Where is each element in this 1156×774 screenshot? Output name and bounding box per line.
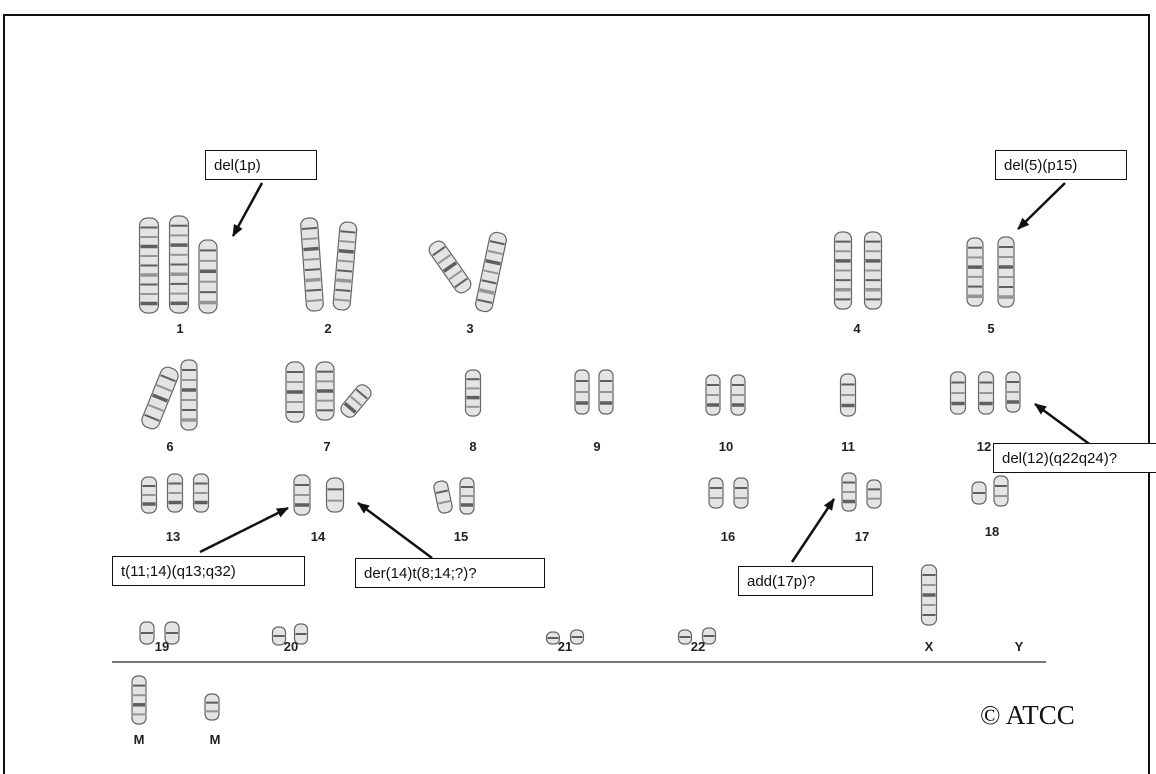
label-chr-21: 21 [558,639,572,654]
label-chr-11: 11 [841,439,855,454]
chr-16b [733,477,749,509]
chr-8 [464,369,482,417]
chr-14a [293,474,311,516]
chr-13c [192,473,210,513]
chr-21a [545,631,561,645]
figure-frame [3,14,1150,774]
chr-12c [1005,371,1021,413]
chr-5a [966,237,984,307]
label-chr-14: 14 [311,529,326,544]
chr-2a [300,217,324,312]
chr-21b [569,629,585,645]
chr-20b [293,623,309,645]
chr-4b [863,231,883,310]
label-chr-13: 13 [166,529,180,544]
label-chr-22: 22 [691,639,705,654]
label-chr-20: 20 [284,639,298,654]
annotation-del12: del(12)(q22q24)? [993,443,1156,473]
chr-x [920,564,938,626]
label-chr-6: 6 [166,439,173,454]
arrow-t11-14 [199,506,289,554]
label-chr-3: 3 [466,321,473,336]
chr-9b [598,369,614,415]
annotation-del1p: del(1p) [205,150,317,180]
chromosome-set [131,215,1021,725]
chr-22b [701,627,717,645]
label-chr-4: 4 [853,321,861,336]
marker-m2 [204,693,220,721]
arrow-del12 [1034,402,1093,448]
chr-17b [866,479,882,509]
arrow-del1p [231,182,264,237]
chr-1c [198,239,218,314]
chr-1b [168,215,190,314]
chr-16a [708,477,724,509]
chr-10b [730,374,746,416]
label-chr-19: 19 [155,639,169,654]
chr-13b [166,473,184,513]
label-chr-y: Y [1015,639,1024,654]
chr-7c [340,384,372,418]
annotation-del5: del(5)(p15) [995,150,1127,180]
label-chr-2: 2 [324,321,331,336]
annotation-der14: der(14)t(8;14;?)? [355,558,545,588]
chr-15a [433,480,453,514]
label-chr-1: 1 [176,321,183,336]
annotation-t11-14: t(11;14)(q13;q32) [112,556,305,586]
chr-2b [332,221,358,311]
chr-10a [705,374,721,416]
chr-6b [180,359,198,431]
chr-14b [325,477,345,513]
chr-20a [271,626,287,646]
chr-11 [839,373,857,417]
label-marker-1: M [134,732,145,747]
arrow-der14 [357,501,433,560]
chr-7a [285,361,305,423]
label-chr-10: 10 [719,439,733,454]
chr-13a [140,476,158,514]
chr-18a [971,481,987,505]
karyotype-diagram: 1 2 3 4 5 6 7 8 9 10 11 12 13 14 15 16 1… [112,182,1093,747]
copyright-notice: © ATCC [980,700,1075,730]
chr-6a [141,366,179,430]
chr-5b [997,236,1015,308]
chr-22a [677,629,693,645]
arrow-del5 [1017,182,1066,230]
chr-12b [977,371,995,415]
label-chr-15: 15 [454,529,468,544]
chr-3a [428,240,472,294]
label-marker-2: M [210,732,221,747]
marker-m1 [131,675,147,725]
label-chr-7: 7 [323,439,330,454]
chr-19b [164,621,180,645]
chr-19a [139,621,155,645]
chr-17a [841,472,857,512]
chr-7b [315,361,335,421]
label-chr-17: 17 [855,529,869,544]
label-chr-16: 16 [721,529,735,544]
annotation-add17p: add(17p)? [738,566,873,596]
label-chr-8: 8 [469,439,476,454]
chr-3b [475,231,507,313]
label-chr-12: 12 [977,439,991,454]
label-chr-18: 18 [985,524,999,539]
label-chr-x: X [925,639,934,654]
chr-15b [459,477,475,515]
chr-9a [574,369,590,415]
chr-18b [993,475,1009,507]
arrow-add17p [790,498,836,563]
chr-4a [833,231,853,310]
chr-12a [949,371,967,415]
chr-1a [138,217,160,314]
label-chr-5: 5 [987,321,994,336]
label-chr-9: 9 [593,439,600,454]
